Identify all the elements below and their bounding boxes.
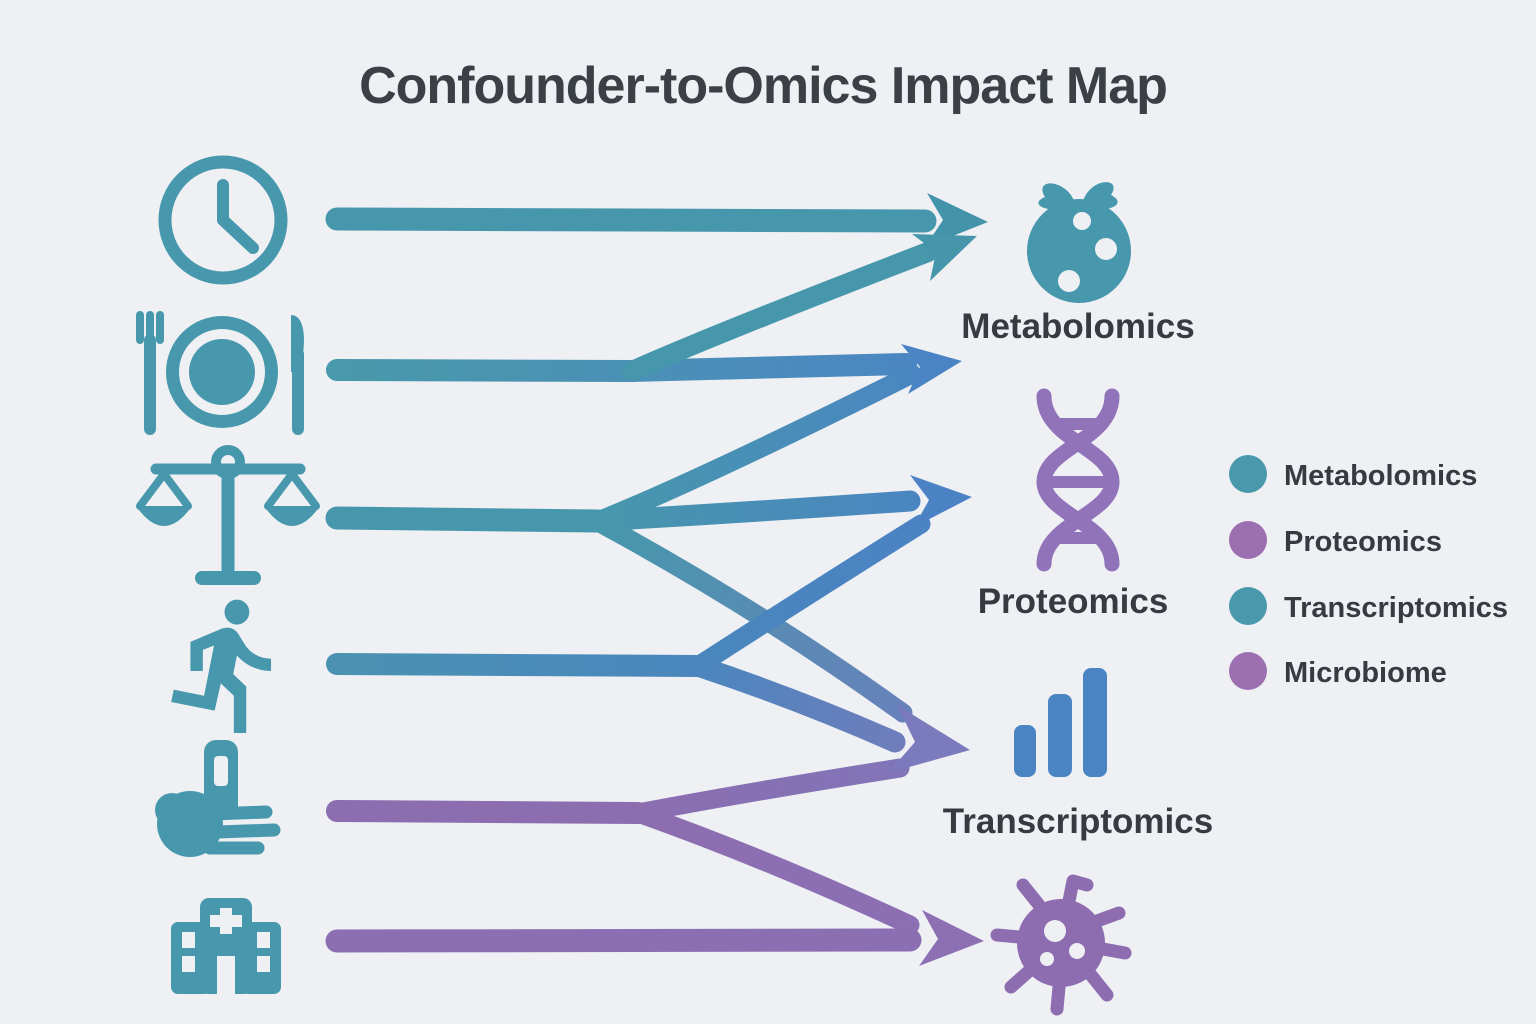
runner-icon xyxy=(171,599,272,733)
arrow-layer xyxy=(325,207,938,953)
bar-chart-icon xyxy=(1014,668,1107,777)
arrow-scale-to-proteomics xyxy=(587,490,921,532)
proteomics-label: Proteomics xyxy=(978,582,1169,621)
arrow-meal-to-metabolomics xyxy=(622,242,938,381)
arrow-runner-to-transcriptomics xyxy=(687,655,906,753)
clock-icon xyxy=(158,155,288,285)
metabolomics-label: Metabolomics xyxy=(961,307,1194,346)
arrowhead-transcriptomics xyxy=(888,705,970,773)
flask-hand-icon xyxy=(155,740,281,857)
arrowhead-metabolomics-diag xyxy=(912,234,977,281)
legend-dot-microbiome xyxy=(1229,652,1267,690)
arrowhead-metabolomics-icon xyxy=(925,193,988,247)
hospital-icon xyxy=(171,898,281,994)
arrow-flask-main xyxy=(326,800,649,824)
arrowhead-proteomics xyxy=(910,475,972,527)
arrow-scale-main xyxy=(325,506,610,533)
legend-dot-transcriptomics xyxy=(1229,587,1267,625)
arrow-flask-to-microbiome xyxy=(628,803,920,935)
confounder-column xyxy=(136,155,320,994)
microbe-icon xyxy=(990,874,1132,1016)
legend-dot-metabolomics xyxy=(1229,455,1267,493)
arrow-meal-horizontal xyxy=(326,353,917,382)
balance-scale-icon xyxy=(136,445,320,585)
legend: Metabolomics Proteomics Transcriptomics … xyxy=(1229,455,1508,690)
meal-icon xyxy=(136,311,305,435)
legend-label-proteomics: Proteomics xyxy=(1284,526,1442,558)
dna-icon xyxy=(1036,388,1120,572)
transcriptomics-label: Transcriptomics xyxy=(943,802,1213,841)
legend-label-microbiome: Microbiome xyxy=(1284,657,1447,689)
omics-column: Metabolomics Proteomics Transcriptomics xyxy=(943,182,1213,1016)
arrow-flask-to-transcriptomics xyxy=(628,758,910,823)
page-title: Confounder-to-Omics Impact Map xyxy=(359,57,1167,115)
arrow-runner-main xyxy=(326,653,709,677)
arrowhead-metabolomics-label xyxy=(901,344,962,394)
arrowhead-layer xyxy=(888,193,988,966)
arrowhead-microbiome xyxy=(919,910,984,966)
arrow-hospital-to-microbiome xyxy=(325,928,922,953)
arrow-clock-to-metabolomics xyxy=(325,207,937,233)
fruit-icon xyxy=(1027,182,1131,303)
arrow-scale-to-transcriptomics xyxy=(590,513,913,723)
legend-dot-proteomics xyxy=(1229,521,1267,559)
legend-label-transcriptomics: Transcriptomics xyxy=(1284,592,1508,624)
legend-label-metabolomics: Metabolomics xyxy=(1284,460,1477,492)
arrow-runner-to-proteomics xyxy=(688,514,931,676)
